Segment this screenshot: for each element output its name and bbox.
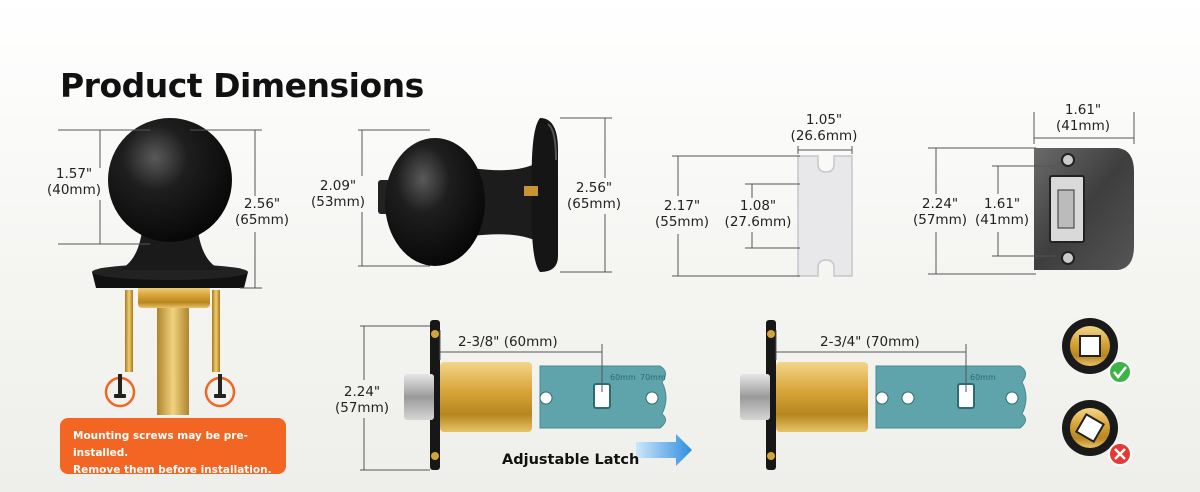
latch-backset-long: 2-3/4" (70mm): [820, 334, 920, 350]
square-hole-wrong: [1062, 400, 1118, 456]
latch-height-inch: 2.24": [343, 384, 381, 400]
strike-box-outer-mm: (55mm): [654, 214, 709, 230]
strike-plate: [928, 112, 1135, 275]
strike-plate-inner-inch: 1.61": [983, 196, 1021, 212]
knob-front-total-inch: 2.56": [243, 196, 281, 212]
knob-front-height-label: 1.57" (40mm): [42, 166, 106, 198]
strike-plate-inner-mm: (41mm): [974, 212, 1029, 228]
adjustable-latch-label: Adjustable Latch: [502, 452, 640, 468]
knob-front-height-mm: (40mm): [46, 182, 101, 198]
note-line-1: Mounting screws may be pre-installed.: [73, 430, 248, 459]
knob-side-knob-mm: (53mm): [310, 194, 365, 210]
strike-plate-width-label: 1.61" (41mm): [1048, 102, 1118, 134]
strike-plate-outer-label: 2.24" (57mm): [908, 196, 972, 228]
arrow-right-icon: [636, 434, 692, 466]
mounting-screws-note: Mounting screws may be pre-installed. Re…: [60, 418, 286, 476]
strike-box-width-label: 1.05" (26.6mm): [784, 112, 864, 144]
latch-long: [740, 320, 1027, 470]
strike-box-inner-inch: 1.08": [739, 198, 777, 214]
strike-box-outer-inch: 2.17": [663, 198, 701, 214]
plate-mark-b: 70mm: [640, 373, 666, 382]
strike-plate-outer-mm: (57mm): [912, 212, 967, 228]
screw-left: [104, 374, 136, 408]
knob-front-total-label: 2.56" (65mm): [230, 196, 294, 228]
knob-side-knob-label: 2.09" (53mm): [306, 178, 370, 210]
knob-side-knob-inch: 2.09": [319, 178, 357, 194]
strike-plate-inner-label: 1.61" (41mm): [970, 196, 1034, 228]
strike-box-width-inch: 1.05": [805, 112, 843, 128]
strike-box-inner-mm: (27.6mm): [724, 214, 792, 230]
page-title: Product Dimensions: [60, 66, 424, 105]
knob-side-rose-label: 2.56" (65mm): [562, 180, 626, 212]
latch-short: [360, 320, 667, 471]
latch-backset-short: 2-3/8" (60mm): [458, 334, 558, 350]
strike-box-width-mm: (26.6mm): [790, 128, 858, 144]
strike-box-outer-label: 2.17" (55mm): [650, 198, 714, 230]
square-hole-correct: [1062, 318, 1118, 374]
plate-mark-a: 60mm: [610, 373, 636, 382]
knob-side-view: [358, 117, 612, 273]
knob-front-total-mm: (65mm): [234, 212, 289, 228]
strike-plate-width-mm: (41mm): [1055, 118, 1110, 134]
strike-plate-width-inch: 1.61": [1064, 102, 1102, 118]
plate-mark-a-long: 60mm: [970, 373, 996, 382]
cross-icon: [1108, 442, 1132, 466]
latch-height-mm: (57mm): [334, 400, 389, 416]
check-icon: [1108, 360, 1132, 384]
strike-box: [672, 146, 853, 277]
knob-side-rose-mm: (65mm): [566, 196, 621, 212]
latch-height-label: 2.24" (57mm): [330, 384, 394, 416]
screw-right: [204, 374, 236, 408]
knob-side-rose-inch: 2.56": [575, 180, 613, 196]
knob-front-view: [58, 118, 262, 415]
note-line-2: Remove them before installation.: [73, 464, 272, 476]
strike-plate-outer-inch: 2.24": [921, 196, 959, 212]
strike-box-inner-label: 1.08" (27.6mm): [718, 198, 798, 230]
knob-front-height-inch: 1.57": [55, 166, 93, 182]
